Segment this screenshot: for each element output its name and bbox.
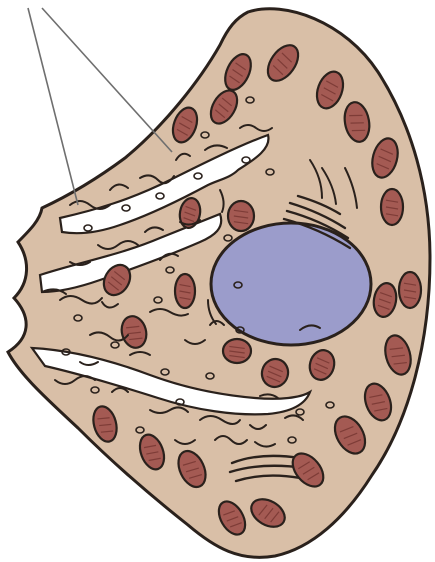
leader-line	[42, 8, 172, 152]
mitochondrion	[175, 274, 195, 308]
mitochondrion	[228, 201, 254, 231]
mitochondrion	[399, 272, 421, 308]
leader-line	[28, 8, 78, 205]
mitochondrion	[381, 189, 403, 225]
mitochondrion	[223, 339, 251, 363]
